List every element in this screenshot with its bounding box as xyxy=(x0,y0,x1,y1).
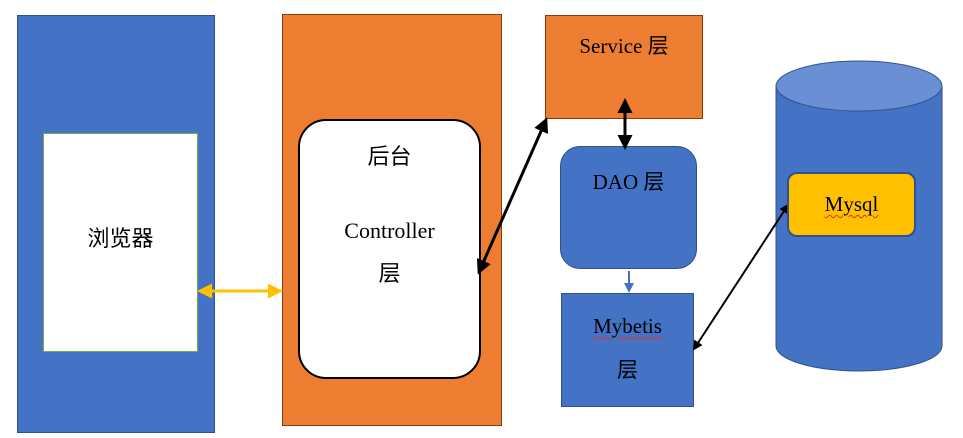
controller-service-arrow xyxy=(476,117,549,275)
mysql-label-text: Mysql xyxy=(824,192,879,216)
mysql-box xyxy=(787,172,916,237)
backend-title: 后台 xyxy=(367,145,412,170)
mysql-label: Mysql xyxy=(787,190,916,218)
dao-suffix: 层 xyxy=(643,170,665,194)
controller-label: Controller xyxy=(344,218,435,243)
controller-box xyxy=(298,119,481,379)
service-suffix: 层 xyxy=(647,34,669,58)
service-label-text: Service xyxy=(579,34,643,58)
browser-box xyxy=(43,133,198,352)
mybatis-label: Mybetis xyxy=(561,312,694,340)
dao-label-text: DAO xyxy=(592,170,639,194)
controller-suffix: 层 xyxy=(378,262,401,287)
mybatis-suffix: 层 xyxy=(617,358,638,382)
browser-label: 浏览器 xyxy=(87,227,154,252)
dao-box xyxy=(560,146,697,269)
mybatis-mysql-arrow xyxy=(692,203,790,351)
service-label: Service 层 xyxy=(545,32,703,60)
mybatis-label-text: Mybetis xyxy=(593,314,662,338)
dao-label: DAO 层 xyxy=(560,168,697,196)
